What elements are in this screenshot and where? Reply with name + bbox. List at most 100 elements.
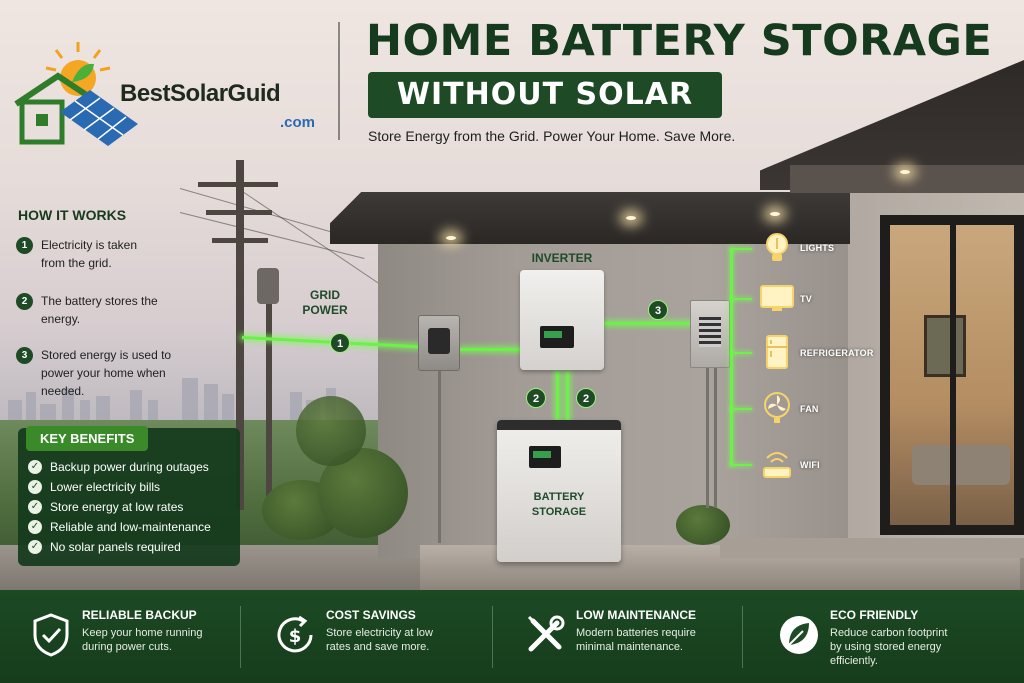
feature-cost-savings: $ COST SAVINGS Store electricity at low … [272,608,472,668]
pole-crossbar [212,238,268,243]
key-benefits-box: KEY BENEFITS ✓ Backup power during outag… [18,426,240,566]
how-step-1: 1 Electricity is taken from the grid. [16,236,186,272]
pole-crossbar [206,210,272,215]
benefit-item: ✓ Backup power during outages [28,460,209,474]
feature-low-maintenance: LOW MAINTENANCE Modern batteries require… [522,608,722,668]
secondary-pole [266,270,272,510]
page-subtitle: WITHOUT SOLAR [396,77,694,112]
meter-conduit [438,371,441,543]
how-step-2: 2 The battery stores the energy. [16,292,186,328]
flow-step-2-marker: 2 [576,388,596,408]
branch-line [730,298,752,300]
electric-meter [418,315,460,371]
soffit-light [770,212,780,216]
flow-step-2-marker: 2 [526,388,546,408]
feature-description: Keep your home running during power cuts… [82,627,203,653]
breaker-panel [690,300,730,368]
benefit-text: Backup power during outages [50,460,209,474]
feature-title: LOW MAINTENANCE [576,608,696,622]
leaf-icon [776,612,822,658]
wifi-router-icon [758,445,796,483]
meter-to-inverter-flow [460,348,522,351]
benefit-item: ✓ Store energy at low rates [28,500,183,514]
tree [296,396,366,466]
appliance-label-wifi: WIFI [800,460,820,470]
appliance-label-refrigerator: REFRIGERATOR [800,348,874,358]
benefit-text: No solar panels required [50,540,181,554]
pole-crossbar [198,182,278,187]
inverter-to-panel-flow [604,322,692,325]
branch-line [730,464,752,466]
potted-plant [676,505,730,545]
check-icon: ✓ [28,460,42,474]
shield-check-icon [28,612,74,658]
tv-icon [758,280,796,318]
appliance-label-tv: TV [800,294,812,304]
feature-description: Reduce carbon footprint by using stored … [830,627,948,667]
step-number: 1 [16,237,33,254]
soffit-light [626,216,636,220]
roof-eave [790,165,1024,193]
page-title: HOME BATTERY STORAGE [366,16,993,66]
feature-title: COST SAVINGS [326,608,416,622]
battery-label-line-1: BATTERY [533,491,585,503]
wall-painting [924,315,966,377]
appliance-label-lights: LIGHTS [800,243,835,253]
benefit-item: ✓ No solar panels required [28,540,181,554]
subtitle-banner: WITHOUT SOLAR [368,72,722,118]
dollar-cycle-icon: $ [272,612,318,658]
check-icon: ✓ [28,500,42,514]
feature-title: ECO FRIENDLY [830,608,919,622]
discharge-flow-line [566,372,569,420]
panel-conduit [714,368,717,508]
panel-conduit [706,368,709,508]
benefit-item: ✓ Reliable and low-maintenance [28,520,211,534]
house-roof [330,192,850,244]
pole-transformer [257,268,279,304]
feature-description: Store electricity at low rates and save … [326,627,433,653]
svg-text:$: $ [289,626,302,647]
feature-divider [240,606,241,668]
inverter-unit [520,270,604,370]
flow-step-3-marker: 3 [648,300,668,320]
key-benefits-heading: KEY BENEFITS [40,431,135,446]
sun-house-logo-icon [14,42,138,146]
soffit-light [900,170,910,174]
feature-eco-friendly: ECO FRIENDLY Reduce carbon footprint by … [776,608,996,668]
tools-icon [522,612,568,658]
porch-step [720,538,1024,558]
feature-reliable-backup: RELIABLE BACKUP Keep your home running d… [28,608,228,668]
how-step-3: 3 Stored energy is used to power your ho… [16,346,186,400]
logo-wordmark: BestSolarGuid [120,80,281,107]
feature-divider [742,606,743,668]
check-icon: ✓ [28,480,42,494]
fan-icon [758,389,796,427]
feature-title: RELIABLE BACKUP [82,608,197,622]
step-text: The battery stores the energy. [41,294,158,326]
flow-step-1-marker: 1 [330,333,350,353]
appliance-label-fan: FAN [800,404,819,414]
charge-flow-line [556,372,559,420]
feature-divider [492,606,493,668]
feature-description: Modern batteries require minimal mainten… [576,627,696,653]
step-text: Electricity is taken from the grid. [41,238,138,270]
grid-power-label: GRID POWER [302,288,348,317]
sofa [912,445,1010,485]
step-text: Stored energy is used to power your home… [41,348,172,398]
inverter-label: INVERTER [531,251,593,265]
branch-line [730,352,752,354]
benefit-text: Store energy at low rates [50,500,184,514]
home-distribution-line [730,248,733,466]
battery-unit: BATTERY STORAGE [497,420,621,562]
step-number: 3 [16,347,33,364]
brand-logo[interactable]: BestSolarGuid .com [12,40,332,150]
battery-label-line-2: STORAGE [531,506,587,518]
logo-domain: .com [280,114,316,131]
branch-line [730,248,752,250]
how-it-works-heading: HOW IT WORKS [18,207,127,223]
step-number: 2 [16,293,33,310]
features-footer: RELIABLE BACKUP Keep your home running d… [0,590,1024,683]
sliding-glass-door [880,215,1024,535]
check-icon: ✓ [28,520,42,534]
benefit-text: Reliable and low-maintenance [50,520,211,534]
